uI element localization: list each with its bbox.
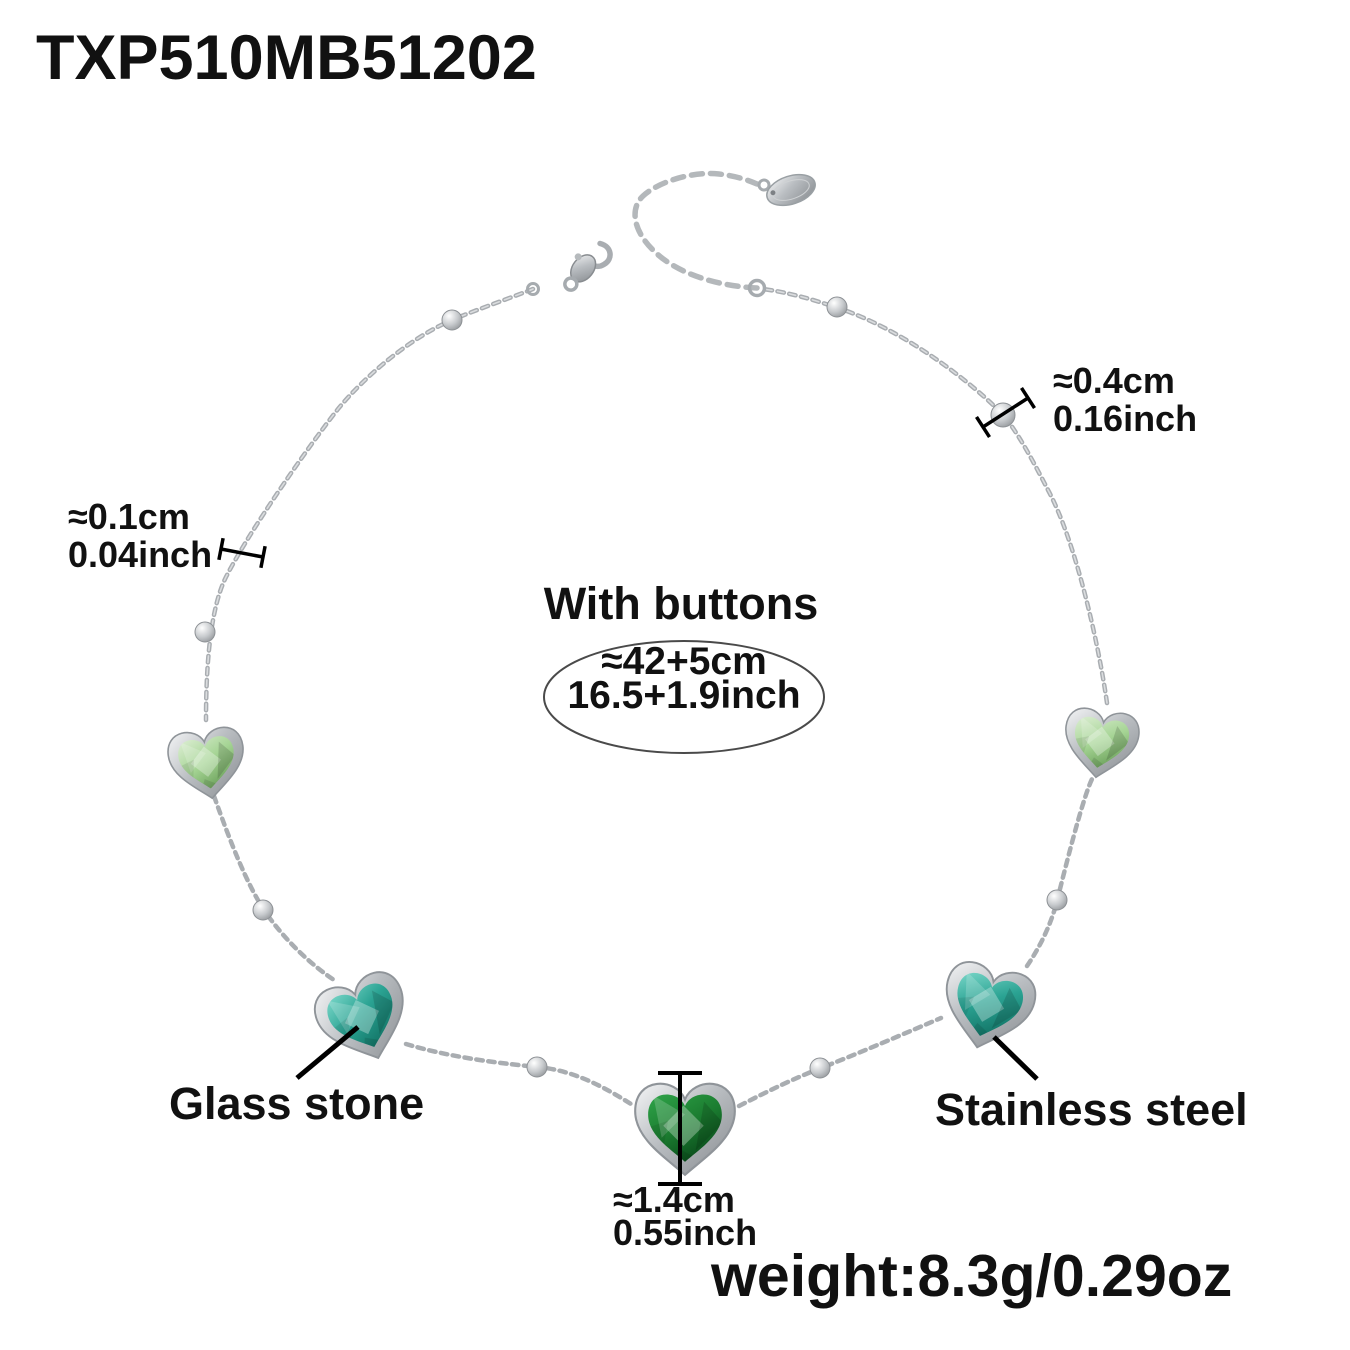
product-model-title: TXP510MB51202 — [36, 23, 537, 93]
heart-stone-green-right — [1060, 706, 1142, 783]
length-title: With buttons — [543, 578, 819, 629]
stainless-steel-label: Stainless steel — [935, 1084, 1248, 1135]
chain-bead — [826, 296, 848, 318]
chain-bead — [194, 621, 216, 643]
pendant-size-cm: ≈1.4cm — [613, 1179, 735, 1220]
glass-stone-label: Glass stone — [169, 1078, 425, 1129]
chain-size-label: ≈0.1cm 0.04inch — [68, 498, 212, 574]
pointer-line-glass-stone — [295, 1025, 360, 1080]
heart-stone-green-left — [165, 725, 249, 804]
bead-size-label: ≈0.4cm 0.16inch — [1053, 362, 1197, 438]
tag-ring-icon — [757, 178, 771, 192]
bead-size-measure-line — [975, 386, 1036, 439]
pendant-size-inch: 0.55inch — [613, 1212, 758, 1253]
extension-junction-ring — [747, 278, 767, 298]
length-inch: 16.5+1.9inch — [567, 674, 801, 717]
chain-bead — [809, 1057, 831, 1079]
chain-size-inch: 0.04inch — [68, 534, 213, 575]
heart-stone-emerald-center — [635, 1084, 735, 1175]
bead-size-cm: ≈0.4cm — [1053, 360, 1175, 401]
pendant-size-measure-line — [658, 1071, 702, 1186]
length-values: ≈42+5cm 16.5+1.9inch — [534, 640, 834, 717]
bead-size-inch: 0.16inch — [1053, 398, 1198, 439]
lobster-clasp-icon — [563, 240, 613, 292]
chain-size-measure-line — [217, 537, 267, 569]
weight-label: weight:8.3g/0.29oz — [711, 1243, 1233, 1309]
pointer-line-stainless-steel — [992, 1035, 1039, 1081]
chain-bead — [1046, 889, 1068, 911]
chain-bead — [441, 309, 463, 331]
chain-bead — [252, 899, 274, 921]
heart-stone-teal-right — [934, 957, 1040, 1058]
pendant-size-label: ≈1.4cm 0.55inch — [613, 1179, 758, 1253]
length-cm: ≈42+5cm — [601, 640, 767, 683]
extension-chain — [632, 170, 760, 291]
length-ellipse — [543, 640, 825, 754]
brand-tag-icon — [766, 173, 816, 207]
chain-bead — [526, 1056, 548, 1078]
clasp-link-ring — [526, 282, 540, 296]
chain-size-cm: ≈0.1cm — [68, 496, 190, 537]
